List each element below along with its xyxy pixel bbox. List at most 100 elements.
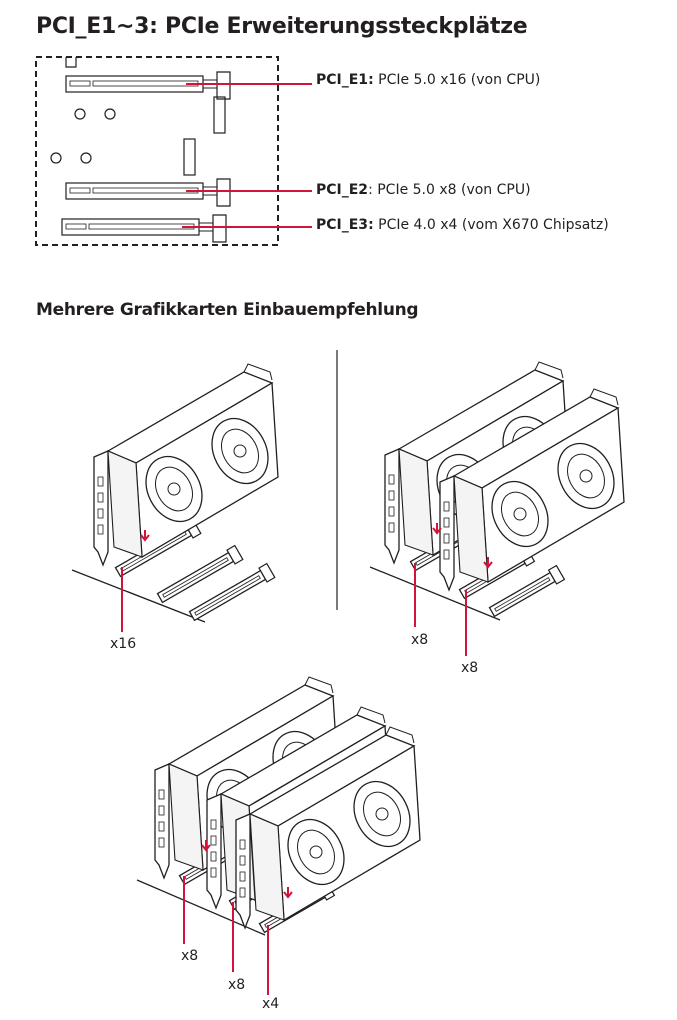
- slot-pci-e1: [65, 71, 312, 100]
- fan-blades: [297, 829, 335, 875]
- mounting-hole: [50, 152, 62, 164]
- fan-hub: [167, 482, 181, 496]
- slot-latch: [216, 178, 231, 207]
- floor-line: [71, 569, 206, 623]
- slot-label-pci-e3: PCI_E3: PCIe 4.0 x4 (vom X670 Chipsatz): [316, 217, 609, 233]
- fan-blades: [363, 791, 401, 837]
- slot-key: [69, 80, 91, 87]
- mounting-hole: [80, 152, 92, 164]
- power-connector: [589, 388, 619, 406]
- io-port: [443, 533, 450, 544]
- io-port: [239, 839, 246, 850]
- slot-body: [65, 182, 204, 200]
- mounting-hole: [104, 108, 116, 120]
- card-side: [107, 450, 143, 558]
- lane-label-triple-3: x4: [262, 996, 280, 1012]
- fan-hub: [579, 469, 593, 483]
- card-side: [398, 448, 434, 556]
- insert-arrow-icon: [432, 523, 442, 535]
- mounting-hole: [74, 108, 86, 120]
- io-port: [158, 821, 165, 832]
- slot-body: [65, 75, 204, 93]
- slot-2: [156, 544, 244, 604]
- slot-latch-arm: [199, 222, 213, 232]
- lane-label-triple-1: x8: [181, 948, 199, 964]
- board-outline: [35, 56, 279, 246]
- slot-pins: [194, 575, 261, 616]
- slot-label-pci-e2: PCI_E2: PCIe 5.0 x8 (von CPU): [316, 182, 531, 198]
- card-bracket: [235, 813, 251, 930]
- io-port: [388, 506, 395, 517]
- io-port: [443, 517, 450, 528]
- io-port: [443, 549, 450, 560]
- slot-latch: [258, 562, 276, 583]
- io-port: [97, 524, 104, 535]
- lane-label-dual-1: x8: [411, 632, 429, 648]
- fan-blades: [155, 466, 193, 512]
- slot-latch-arm: [203, 79, 217, 89]
- fan-hub: [513, 507, 527, 521]
- m2-slot: [183, 138, 196, 176]
- power-connector: [385, 726, 415, 744]
- slot-3: [188, 562, 276, 622]
- card-side: [249, 813, 285, 921]
- floor-line: [369, 566, 501, 621]
- card-bracket: [439, 475, 455, 592]
- slot-pins: [494, 577, 551, 612]
- slot-latch: [216, 71, 231, 100]
- io-port: [158, 837, 165, 848]
- slot-latch: [547, 564, 566, 585]
- insert-arrow-icon: [483, 557, 493, 569]
- slot-label-pci-e1: PCI_E1: PCIe 5.0 x16 (von CPU): [316, 72, 541, 88]
- card-bracket: [206, 793, 222, 910]
- slot-3: [488, 564, 566, 618]
- section-title: Mehrere Grafikkarten Einbauempfehlung: [36, 300, 419, 320]
- io-port: [97, 476, 104, 487]
- fan-blades: [567, 453, 605, 499]
- io-port: [210, 851, 217, 862]
- slot-pins: [162, 557, 229, 598]
- graphics-card: [93, 363, 279, 567]
- io-port: [239, 871, 246, 882]
- board-connector: [65, 57, 77, 68]
- card-bracket: [154, 763, 170, 880]
- slot-latch: [212, 214, 227, 243]
- io-port: [97, 508, 104, 519]
- fan-blades: [221, 428, 259, 474]
- slot-body: [61, 218, 200, 236]
- card-bracket: [93, 450, 109, 567]
- slot-pci-e3: [61, 214, 312, 243]
- fan-blades: [501, 491, 539, 537]
- power-connector: [356, 706, 386, 724]
- io-port: [239, 887, 246, 898]
- io-port: [210, 835, 217, 846]
- fan-hub: [375, 807, 389, 821]
- slot-pci-e2: [65, 178, 312, 207]
- io-port: [443, 501, 450, 512]
- io-port: [158, 805, 165, 816]
- card-side: [168, 763, 204, 871]
- io-port: [388, 490, 395, 501]
- lane-label-dual-2: x8: [461, 660, 479, 676]
- io-port: [158, 789, 165, 800]
- io-port: [97, 492, 104, 503]
- page-title: PCI_E1~3: PCIe Erweiterungssteckplätze: [36, 14, 528, 39]
- insert-arrow-icon: [201, 840, 211, 852]
- card-bracket: [384, 448, 400, 565]
- fan-hub: [233, 444, 247, 458]
- io-port: [388, 522, 395, 533]
- lane-label-single-x16: x16: [110, 636, 137, 652]
- fan-hub: [309, 845, 323, 859]
- power-connector: [304, 676, 334, 694]
- graphics-card: [439, 388, 625, 592]
- power-connector: [243, 363, 273, 381]
- io-port: [388, 474, 395, 485]
- io-port: [210, 867, 217, 878]
- power-connector: [534, 361, 564, 379]
- slot-latch: [226, 544, 244, 565]
- graphics-card: [235, 726, 421, 930]
- insert-arrow-icon: [140, 530, 150, 542]
- m2-slot: [213, 96, 226, 134]
- lane-label-triple-2: x8: [228, 977, 246, 993]
